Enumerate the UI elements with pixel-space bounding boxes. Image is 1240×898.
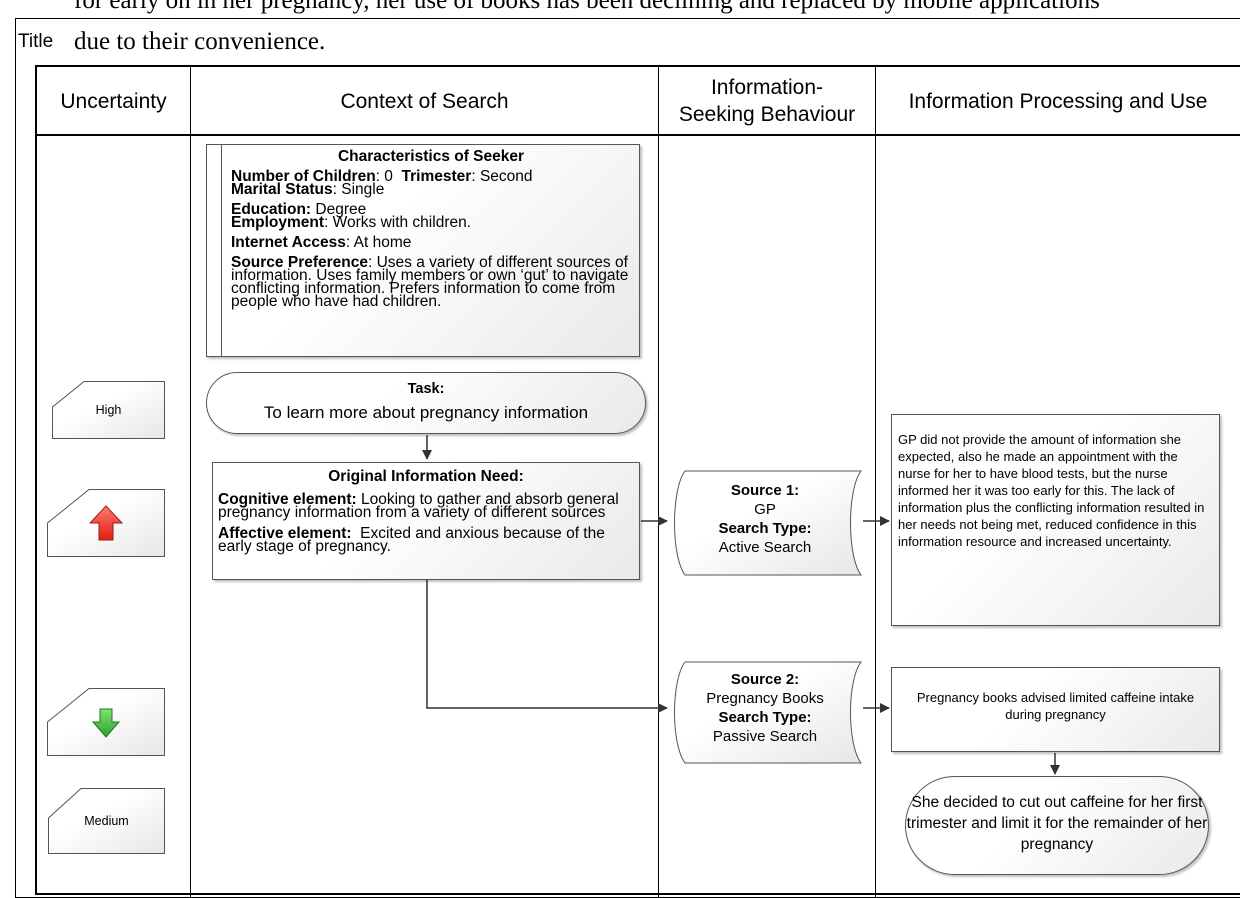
uncertainty-down-tab — [47, 688, 165, 756]
processing-box-books: Pregnancy books advised limited caffeine… — [891, 667, 1220, 752]
source-preference-value: : Uses a variety of different sources of… — [231, 254, 629, 310]
trimester-label: Trimester — [401, 168, 472, 185]
education-value: Degree — [311, 201, 367, 218]
children-label: Number of Children — [231, 168, 376, 185]
source-1-name: GP — [754, 501, 776, 518]
lane-divider — [658, 67, 659, 897]
source-2-title: Source 2: — [730, 671, 800, 688]
source-1-box: Source 1: GP Search Type: Active Search — [667, 470, 863, 576]
decision-outcome: She decided to cut out caffeine for her … — [905, 776, 1209, 875]
source-2-box: Source 2: Pregnancy Books Search Type: P… — [667, 661, 863, 764]
lane-header-seeking: Information- Seeking Behaviour — [678, 76, 856, 126]
source-1-type-label: Search Type: — [718, 520, 812, 537]
employment-label: Employment — [231, 214, 325, 231]
need-to-source2-arrow — [426, 580, 668, 713]
cognitive-label: Cognitive element: — [218, 491, 357, 508]
uncertainty-high-label: High — [95, 403, 122, 417]
source-2-name: Pregnancy Books — [706, 690, 824, 707]
trimester-value: : Second — [471, 168, 533, 185]
cognitive-value: Looking to gather and absorb general pre… — [218, 491, 619, 521]
red-up-arrow-icon — [89, 505, 123, 541]
source-1-title: Source 1: — [730, 482, 800, 499]
internet-label: Internet Access — [231, 234, 346, 251]
information-need-box: Original Information Need: Cognitive ele… — [212, 462, 640, 580]
marital-label: Marital Status — [231, 181, 333, 198]
seeker-characteristics-box: Characteristics of Seeker Number of Chil… — [206, 144, 640, 357]
internet-value: : At home — [345, 234, 412, 251]
green-down-arrow-icon — [92, 708, 120, 738]
task-heading: Task: — [407, 381, 445, 397]
marital-value: : Single — [332, 181, 385, 198]
uncertainty-medium-label: Medium — [84, 814, 129, 828]
connectors — [422, 435, 1060, 775]
source-preference-label: Source Preference — [231, 254, 368, 271]
employment-value: : Works with children. — [324, 214, 472, 231]
need-heading: Original Information Need: — [328, 468, 524, 485]
source-2-type: Passive Search — [712, 728, 818, 745]
source-2-type-label: Search Type: — [718, 709, 812, 726]
uncertainty-up-tab — [47, 489, 165, 557]
document-text-top: for early on in her pregnancy, her use o… — [74, 0, 1100, 14]
lane-divider — [190, 67, 191, 897]
source-1-type: Active Search — [718, 539, 812, 556]
seeker-heading: Characteristics of Seeker — [337, 148, 525, 165]
lane-divider — [875, 67, 876, 897]
uncertainty-high-tab: High — [52, 381, 165, 439]
task-box: Task: To learn more about pregnancy info… — [206, 372, 646, 434]
education-label: Education: — [231, 201, 312, 218]
processing-box-gp: GP did not provide the amount of informa… — [891, 414, 1220, 626]
affective-label: Affective element: — [218, 525, 352, 542]
lane-header-context: Context of Search — [340, 89, 509, 113]
uncertainty-medium-tab: Medium — [48, 788, 165, 854]
frame-title: Title — [18, 31, 54, 52]
lane-header-processing: Information Processing and Use — [908, 89, 1208, 113]
header-divider — [37, 134, 1240, 136]
children-value: : 0 — [375, 168, 402, 185]
document-text-bottom: due to their convenience. — [74, 28, 326, 55]
lane-header-uncertainty: Uncertainty — [60, 89, 167, 113]
task-text: To learn more about pregnancy informatio… — [263, 403, 589, 422]
affective-value: Excited and anxious because of the early… — [218, 525, 610, 555]
